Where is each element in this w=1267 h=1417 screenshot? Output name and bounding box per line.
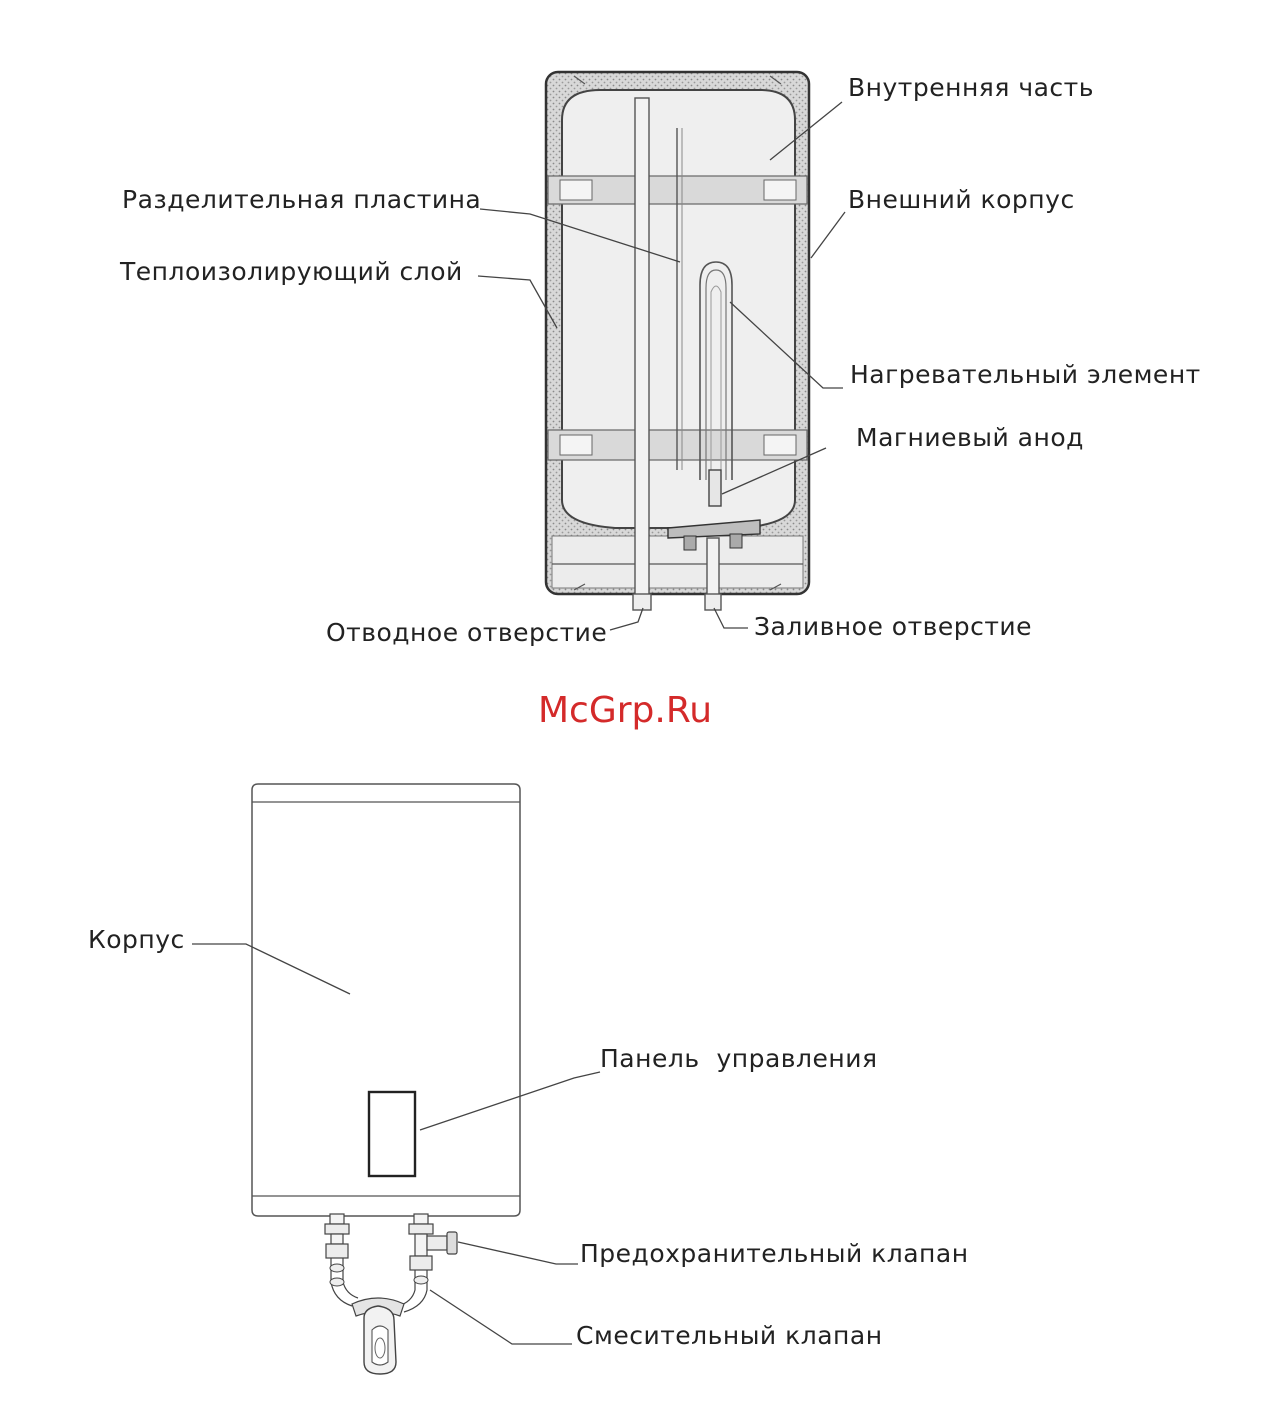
left-pipe-assembly: [325, 1214, 358, 1306]
label-safety-valve: Предохранительный клапан: [580, 1239, 969, 1268]
label-heating-element: Нагревательный элемент: [850, 360, 1201, 389]
watermark: McGrp.Ru: [538, 690, 712, 731]
mixing-valve-shape: [352, 1298, 404, 1374]
safety-valve-shape: [427, 1236, 447, 1250]
exterior-drawing: [252, 784, 520, 1374]
right-pipe-assembly: [398, 1214, 457, 1312]
label-magnesium-anode: Магниевый анод: [856, 423, 1084, 452]
outlet-pipe: [635, 98, 649, 596]
inner-tank-shape: [562, 90, 795, 528]
control-panel-shape: [369, 1092, 415, 1176]
bottom-compartment: [552, 536, 803, 588]
label-mixing-valve: Смесительный клапан: [576, 1321, 883, 1350]
inlet-pipe: [707, 538, 719, 596]
label-separator-plate: Разделительная пластина: [122, 185, 481, 214]
label-outer-casing: Внешний корпус: [848, 185, 1075, 214]
cross-section-drawing: [546, 72, 809, 610]
label-insulation-layer: Теплоизолирующий слой: [119, 257, 463, 286]
label-inner-part: Внутренняя часть: [848, 73, 1094, 102]
label-body: Корпус: [88, 925, 185, 954]
label-outlet-hole: Отводное отверстие: [326, 618, 607, 647]
label-control-panel: Панель управления: [600, 1044, 878, 1073]
magnesium-anode-shape: [709, 470, 721, 506]
label-inlet-hole: Заливное отверстие: [754, 612, 1032, 641]
